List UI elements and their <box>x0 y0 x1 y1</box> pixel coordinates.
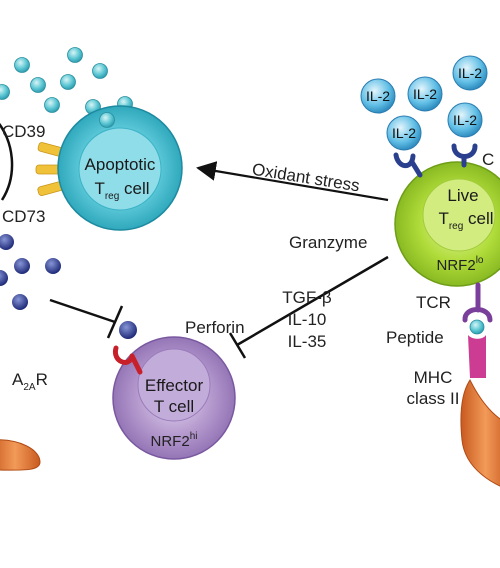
il2-molecule: IL-2 <box>452 55 488 91</box>
live-treg-cell: Live Treg cell NRF2lo <box>394 161 500 287</box>
il2-receptors <box>393 143 478 178</box>
adenosine-dot <box>14 258 30 274</box>
adenosine-dot <box>45 258 61 274</box>
live-cell-line1: Live <box>447 186 478 205</box>
apc-arm-left <box>0 439 41 471</box>
oxidant-stress-label: Oxidant stress <box>251 160 361 196</box>
class-ii-label: class II <box>407 389 460 408</box>
cd-cut-label: C <box>482 150 494 169</box>
il10-label: IL-10 <box>288 310 327 329</box>
a2ar-label: A2AR <box>12 370 48 393</box>
oxidant-stress-arrow <box>196 161 389 202</box>
particle-dot <box>14 57 30 73</box>
effector-cell-nucleus <box>137 348 211 422</box>
live-nrf2-label: NRF2lo <box>437 255 484 274</box>
cd39-cd73-receptors <box>35 142 65 196</box>
tcr-receptor <box>462 307 493 323</box>
adenosine-dot <box>0 234 14 250</box>
adenosine-dot <box>119 321 137 339</box>
il2-molecule: IL-2 <box>407 76 443 112</box>
svg-text:IL-2: IL-2 <box>458 65 482 81</box>
a2ar-receptor <box>112 321 143 375</box>
mhc-class-ii <box>468 335 486 378</box>
apoptotic-cell-line1: Apoptotic <box>85 155 156 174</box>
apoptotic-cell-nucleus <box>78 127 162 211</box>
effector-t-cell: Effector T cell NRF2hi <box>112 336 236 460</box>
svg-text:IL-2: IL-2 <box>366 88 390 104</box>
il2-molecules: IL-2 IL-2 IL-2 IL-2 IL-2 <box>360 55 488 151</box>
adenosine-dot <box>0 270 8 286</box>
il2-receptor <box>393 152 416 169</box>
particle-dot <box>60 74 76 90</box>
live-cell-nucleus <box>422 178 496 252</box>
effector-cell-line2: T cell <box>154 397 194 416</box>
svg-text:IL-2: IL-2 <box>392 125 416 141</box>
particle-dot <box>67 47 83 63</box>
granzyme-label: Granzyme <box>289 233 367 252</box>
particle-dot <box>92 63 108 79</box>
il2-molecule: IL-2 <box>447 102 483 138</box>
adenosine-molecules <box>0 234 61 310</box>
perforin-label: Perforin <box>185 318 245 337</box>
tcr-label: TCR <box>416 293 451 312</box>
effector-cell-line1: Effector <box>145 376 204 395</box>
apoptotic-treg-cell: Apoptotic Treg cell <box>57 105 183 231</box>
particle-dot <box>30 77 46 93</box>
tgf-beta-label: TGF-β <box>282 288 332 307</box>
treg-effector-inhibition-line <box>228 255 389 359</box>
tcr-peptide-mhc-complex <box>462 282 493 378</box>
particle-dot <box>99 112 115 128</box>
il2-molecule: IL-2 <box>386 115 422 151</box>
svg-text:IL-2: IL-2 <box>413 86 437 102</box>
apc-arm-right <box>460 379 500 487</box>
apoptotic-cell-line2: Treg cell <box>94 179 149 202</box>
il35-label: IL-35 <box>288 332 327 351</box>
live-cell-line2: Treg cell <box>438 209 493 232</box>
peptide-molecule <box>469 319 485 335</box>
svg-text:IL-2: IL-2 <box>453 112 477 128</box>
cd39-label: CD39 <box>2 122 45 141</box>
il2-molecule: IL-2 <box>360 78 396 114</box>
particle-dot <box>0 84 10 100</box>
adenosine-dot <box>12 294 28 310</box>
cd73-label: CD73 <box>2 207 45 226</box>
particle-dot <box>44 97 60 113</box>
adenosine-inhibition-line <box>49 298 124 339</box>
effector-nrf2-label: NRF2hi <box>151 431 198 450</box>
partial-cell-outline-left <box>0 123 14 201</box>
peptide-label: Peptide <box>386 328 444 347</box>
mhc-label: MHC <box>414 368 453 387</box>
